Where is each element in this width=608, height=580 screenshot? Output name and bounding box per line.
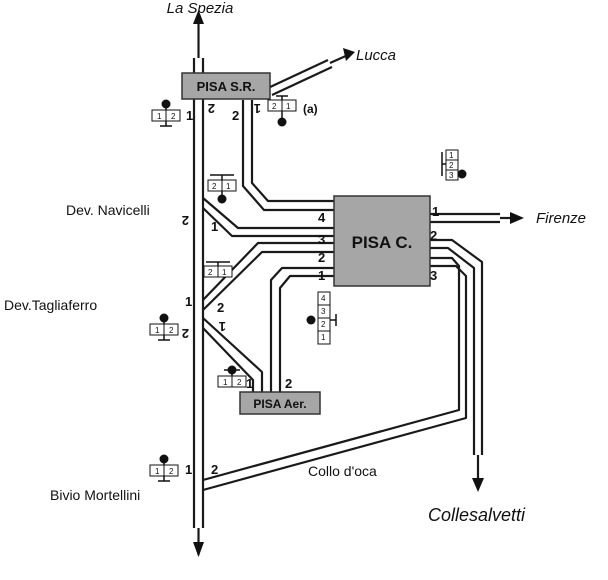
track-number: 3 [430, 268, 437, 283]
track-number: 1 [185, 462, 192, 477]
svg-text:2: 2 [208, 268, 213, 277]
note-a: (a) [303, 102, 318, 116]
signal-icon: 2 1 [207, 174, 237, 204]
signal-icon: 1 2 [149, 454, 179, 482]
track-number: 2 [318, 250, 325, 265]
svg-text:1: 1 [157, 112, 162, 121]
line-to-collesalvetti [202, 238, 484, 492]
station-pisa-aer-label: PISA Aer. [253, 397, 306, 411]
track-number: 2 [182, 326, 189, 341]
junction-tagliaferro: Dev.Tagliaferro [4, 297, 97, 313]
signal-icon: 1 2 3 [441, 149, 467, 181]
track-numbers: 1 2 2 1 2 1 4 3 2 1 1 2 3 1 2 2 1 1 2 1 … [182, 101, 439, 477]
signal-icon: 4 3 2 1 [306, 291, 337, 345]
line-centrale-to-aeroporto [269, 266, 334, 392]
destination-firenze: Firenze [536, 210, 586, 227]
track-number: 2 [285, 376, 292, 391]
signal-icon: 2 1 [203, 261, 233, 278]
svg-text:2: 2 [449, 161, 454, 170]
track-number: 1 [186, 108, 193, 123]
station-pisa-aer: PISA Aer. [239, 391, 321, 415]
station-pisa-c-label: PISA C. [352, 233, 413, 252]
signal-icon: 1 2 [149, 313, 179, 341]
station-pisa-c: PISA C. [333, 195, 431, 287]
svg-text:2: 2 [272, 102, 277, 111]
track-number: 1 [211, 219, 218, 234]
svg-text:1: 1 [321, 333, 326, 342]
track-number: 1 [432, 204, 439, 219]
svg-text:2: 2 [237, 378, 242, 387]
svg-text:2: 2 [321, 320, 326, 329]
svg-text:2: 2 [212, 182, 217, 191]
station-pisa-sr: PISA S.R. [181, 72, 271, 100]
track-number: 2 [232, 108, 239, 123]
svg-text:3: 3 [449, 171, 454, 180]
track-number: 1 [254, 101, 261, 116]
track-number: 4 [318, 210, 326, 225]
svg-text:1: 1 [222, 268, 227, 277]
svg-text:1: 1 [286, 102, 291, 111]
track-number: 2 [430, 228, 437, 243]
svg-text:3: 3 [321, 307, 326, 316]
line-sr-to-centrale [241, 100, 334, 212]
line-tagliaferro-to-centrale [202, 241, 334, 311]
main-line [192, 10, 205, 557]
svg-text:1: 1 [223, 378, 228, 387]
track-number: 1 [246, 376, 253, 391]
collo-doca-label: Collo d'oca [308, 463, 377, 479]
destination-collesalvetti: Collesalvetti [428, 505, 526, 525]
svg-text:4: 4 [321, 294, 326, 303]
destination-la-spezia: La Spezia [167, 0, 234, 17]
track-number: 2 [217, 300, 224, 315]
track-number: 1 [318, 268, 325, 283]
track-number: 1 [185, 294, 192, 309]
destination-lucca: Lucca [356, 47, 396, 64]
svg-text:1: 1 [155, 326, 160, 335]
line-to-firenze [430, 212, 524, 224]
svg-text:2: 2 [169, 467, 174, 476]
station-pisa-sr-label: PISA S.R. [197, 79, 256, 94]
junction-navicelli: Dev. Navicelli [66, 202, 150, 218]
track-number: 2 [211, 462, 218, 477]
svg-text:1: 1 [226, 182, 231, 191]
svg-text:1: 1 [449, 151, 454, 160]
track-number: 1 [219, 319, 226, 334]
signal-icon: 2 1 [267, 95, 297, 127]
junction-mortellini: Bivio Mortellini [50, 487, 140, 503]
track-number: 3 [318, 232, 325, 247]
track-number: 2 [208, 101, 215, 116]
signal-icon: 1 2 [217, 365, 247, 388]
line-to-lucca [267, 48, 355, 96]
svg-text:2: 2 [171, 112, 176, 121]
signal-icon: 1 2 [151, 99, 181, 127]
line-tagliaferro-to-aeroporto [202, 317, 264, 392]
svg-text:2: 2 [169, 326, 174, 335]
line-navicelli-to-centrale [202, 197, 334, 238]
svg-text:1: 1 [155, 467, 160, 476]
track-number: 2 [182, 213, 189, 228]
